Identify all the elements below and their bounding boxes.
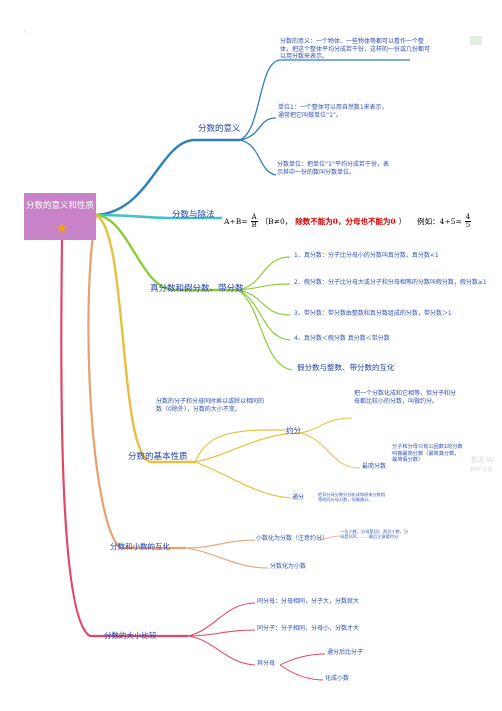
corner-chip <box>470 36 482 45</box>
formula-cond-close: ） <box>398 216 407 226</box>
formula-ex-den: 5 <box>465 220 471 229</box>
connector-types-2 <box>237 283 291 291</box>
connector-property-common <box>194 461 291 499</box>
connector-property <box>95 213 195 464</box>
root-title: 分数的意义和性质 <box>25 201 94 211</box>
connector-compare-sub1 <box>279 653 326 666</box>
connector-compare <box>60 239 188 638</box>
connector-decimal-1 <box>185 539 256 549</box>
root-node[interactable]: 分数的意义和性质 <box>24 193 96 240</box>
formula-fraction: A B <box>250 212 258 229</box>
connector-types-1 <box>237 256 291 291</box>
corner-mark: "- <box>24 30 28 35</box>
connector-types-3 <box>237 289 291 316</box>
connector-meaning-1 <box>239 59 410 141</box>
types-item-mixed: 3、带分数：带分数由整数和真分数组成的分数，带分数＞1 <box>294 310 452 317</box>
connector-types-4 <box>237 289 291 341</box>
connector-compare-sub2 <box>279 664 324 681</box>
connector-compare-3 <box>187 635 256 666</box>
decimal-item-to-decimal: 分数化为小数 <box>270 563 307 570</box>
compare-sub-to-decimal: 化成小数 <box>325 675 350 682</box>
meaning-item-definition: 分数的意义：一个物体、一些物体等都可以看作一个整体，把这个整体平均分成若干份，这… <box>280 38 431 60</box>
connector-reduce-desc <box>299 417 353 434</box>
ghost-text-2: 转到"设置 <box>470 467 493 473</box>
connector-meaning <box>95 138 240 217</box>
connector-reduce-simplest <box>299 432 361 469</box>
formula-ex-num: 4 <box>464 212 472 222</box>
formula-lhs: A÷B= <box>224 216 248 226</box>
connector-property-desc <box>194 429 285 463</box>
property-description: 分数的分子和分母同时乘以或除以相同的数（0除外），分数的大小不变。 <box>156 398 265 413</box>
branch-compare-label[interactable]: 分数的大小比较 <box>104 631 157 640</box>
formula-frac-num: A <box>250 212 258 222</box>
formula-condition-highlight: 除数不能为0，分母也不能为0 <box>295 216 396 226</box>
ghost-text-1: 激活 W <box>470 456 494 464</box>
connector-division <box>95 213 222 220</box>
branch-types-label[interactable]: 真分数和假分数、带分数 <box>150 284 244 294</box>
connector-types-5 <box>237 289 293 371</box>
decimal-note: 一位小数，分母是10；两位小数，分母是100，……最后注意要约分 <box>340 529 409 540</box>
types-item-compare: 4、真分数＜假分数 真分数＜带分数 <box>294 335 390 342</box>
reduce-description: 把一个分数化成和它相等，但分子和分母都比较小的分数，叫做约分。 <box>354 390 457 405</box>
connector-meaning-3 <box>239 139 277 176</box>
connector-meaning-2 <box>239 117 277 141</box>
connector-decimal-2 <box>185 547 269 569</box>
branch-property-label[interactable]: 分数的基本性质 <box>128 452 188 462</box>
formula-example-prefix: 例如：4÷5= <box>417 216 462 226</box>
connector-compare-1 <box>187 602 256 637</box>
compare-item-different-denominator: 异分母 <box>257 660 276 667</box>
types-item-improper: 2、假分数：分子比分母大或分子和分母相等的分数叫假分数，假分数≥1 <box>294 279 487 286</box>
types-item-conversion: 假分数与整数、带分数的互化 <box>297 363 395 372</box>
connector-property-reduce <box>194 432 301 463</box>
property-common-label[interactable]: 通分 <box>292 494 305 501</box>
formula-example-fraction: 4 5 <box>464 212 472 229</box>
common-description: 把异分母分数分别化成和原来分数相等的同分母分数，叫做通分。 <box>318 492 386 503</box>
star-icon: ★ <box>55 219 69 237</box>
branch-decimal-label[interactable]: 分数和小数的互化 <box>110 542 170 551</box>
simplest-fraction-description: 分子和分母只有公因数1的分数叫做最简分数（最简真分数，最简假分数） <box>392 444 463 463</box>
connector-compare-2 <box>187 629 256 637</box>
connector-decimal <box>87 214 186 550</box>
property-reduce-label[interactable]: 约分 <box>286 426 301 435</box>
connector-decimal-note <box>317 535 341 541</box>
decimal-item-to-fraction: 小数化为分数（注意约分） <box>256 535 329 542</box>
compare-item-same-denominator: 同分母：分母相同，分子大，分数就大 <box>257 598 360 605</box>
division-formula: A÷B= A B （B≠0， 除数不能为0，分母也不能为0 ） 例如：4÷5= … <box>224 208 502 234</box>
compare-item-same-numerator: 同分子：分子相同，分母小，分数才大 <box>257 625 360 632</box>
compare-sub-common-denominator: 通分后比分子 <box>327 649 364 656</box>
connector-types <box>95 213 238 292</box>
meaning-item-unit-one: 单位1：一个整体可以用自然数1来表示，通常把它叫做单位“1”。 <box>278 104 388 119</box>
branch-division-label[interactable]: 分数与除法 <box>172 210 215 220</box>
formula-cond-open: （B≠0， <box>260 216 293 226</box>
formula-frac-den: B <box>251 220 257 229</box>
types-item-proper: 1、真分数：分子比分母小的分数叫真分数，真分数<1 <box>294 252 439 259</box>
meaning-item-fraction-unit: 分数单位：把单位“1”平均分成若干份，表示其中一份的数叫分数单位。 <box>277 161 390 176</box>
simplest-fraction-label[interactable]: 最简分数 <box>362 463 387 470</box>
branch-meaning-label[interactable]: 分数的意义 <box>198 124 241 134</box>
